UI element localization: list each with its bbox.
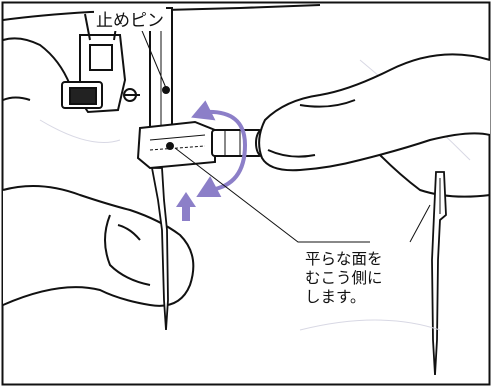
- rotation-arrow-icon: [191, 100, 248, 197]
- flat-side-note: 平らな面を むこう側に します。: [305, 250, 383, 307]
- up-arrow-icon: [176, 192, 196, 221]
- pin-leader-line: [139, 25, 167, 89]
- inserted-needle: [150, 167, 169, 331]
- note-line: むこう側に: [305, 269, 383, 287]
- presser-foot: [61, 13, 140, 114]
- left-hand: [2, 185, 195, 307]
- machine-head: [2, 4, 321, 105]
- set-pin-label: 止めピン: [94, 6, 166, 31]
- note-line: します。: [305, 288, 366, 306]
- reference-needle: [431, 171, 447, 376]
- right-hand: [258, 53, 491, 198]
- note-leader-line: [174, 147, 370, 243]
- needle-clamp: [136, 120, 216, 170]
- note-line: 平らな面を: [305, 250, 383, 268]
